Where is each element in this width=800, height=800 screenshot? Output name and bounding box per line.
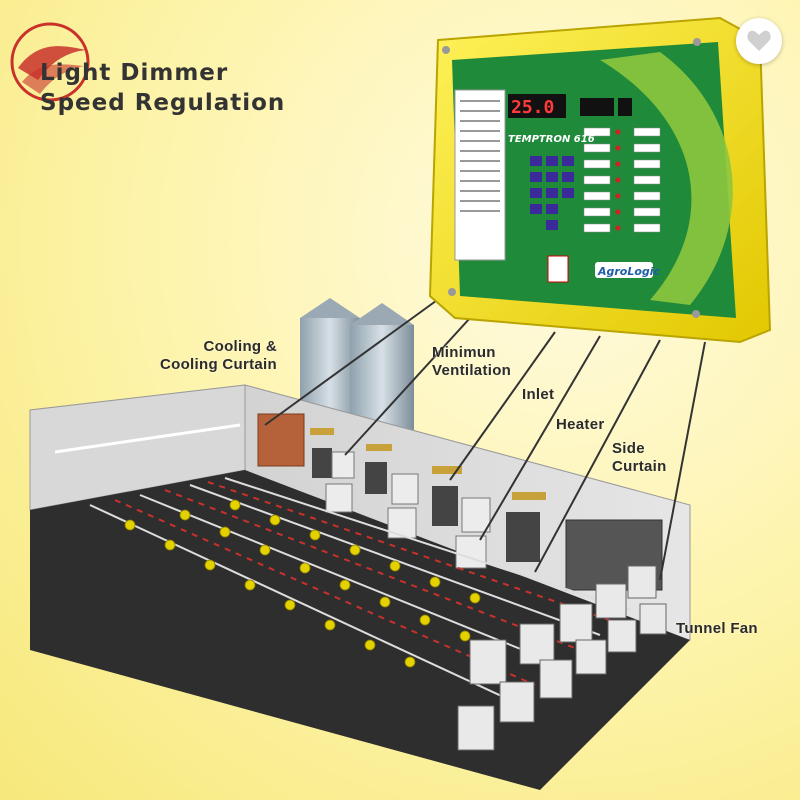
page-title: Light Dimmer Speed Regulation <box>40 58 285 118</box>
label-inlet: Inlet <box>522 386 555 403</box>
controller-brand: AgroLogic <box>597 265 661 278</box>
title-line-1: Light Dimmer <box>40 60 229 86</box>
fan-icon <box>457 565 667 751</box>
fan-icon <box>325 451 491 569</box>
label-side-curtain: Side Curtain <box>612 440 667 475</box>
favorite-heart-icon <box>747 30 771 51</box>
temperature-display: 25.0 <box>511 97 554 118</box>
controller-box: 25.0 TEMPTRON 616 AgroLogic <box>428 16 772 344</box>
label-cooling: Cooling & Cooling Curtain <box>160 338 277 373</box>
label-tunnel-fan: Tunnel Fan <box>676 620 758 637</box>
logo-flame-icon <box>10 22 90 102</box>
title-line-2: Speed Regulation <box>40 90 286 116</box>
label-minimum-ventilation: Minimun Ventilation <box>432 344 512 379</box>
favorite-button[interactable] <box>736 18 782 64</box>
label-heater: Heater <box>556 416 605 433</box>
controller-model: TEMPTRON 616 <box>508 134 595 145</box>
